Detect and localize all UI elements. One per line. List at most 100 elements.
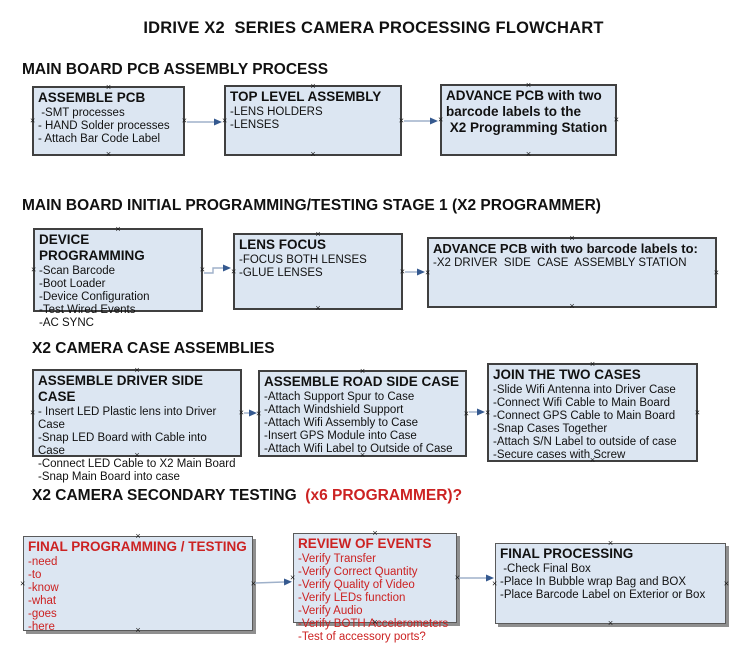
box-item: -Verify Audio (298, 604, 363, 617)
box-item: -Test Wired Events (39, 303, 136, 316)
flow-box-assemble-pcb: × × × × ASSEMBLE PCB -SMT processes- HAN… (30, 82, 187, 159)
box-item: - HAND Solder processes (38, 119, 170, 132)
anchor-x-icon: × (359, 366, 366, 376)
flow-box-final-processing: × × × × FINAL PROCESSING -Check Final Bo… (492, 539, 729, 628)
box-item: -Device Configuration (39, 290, 150, 303)
box-item: -SMT processes (38, 106, 125, 119)
box-item: -LENS HOLDERS (230, 105, 323, 118)
section-heading-secondary-testing: X2 CAMERA SECONDARY TESTING (x6 PROGRAMM… (32, 487, 462, 505)
anchor-x-icon: × (372, 617, 378, 627)
anchor-x-icon: × (231, 266, 237, 276)
anchor-x-icon: × (310, 149, 316, 159)
box-items: -LENS HOLDERS-LENSES (230, 106, 396, 132)
anchor-x-icon: × (134, 365, 140, 375)
box-items: -Attach Support Spur to Case-Attach Wind… (264, 391, 461, 456)
flow-box-assemble-driver-side-case: × × × × ASSEMBLE DRIVER SIDE CASE - Inse… (30, 365, 244, 483)
anchor-x-icon: × (492, 578, 498, 588)
box-item: -Insert GPS Module into Case (264, 429, 417, 442)
anchor-x-icon: × (181, 115, 187, 126)
anchor-x-icon: × (134, 450, 140, 460)
section-heading-case-assemblies: X2 CAMERA CASE ASSEMBLIES (32, 340, 275, 357)
box-item: -Connect Wifi Cable to Main Board (493, 396, 671, 409)
anchor-x-icon: × (525, 149, 532, 159)
box-title: TOP LEVEL ASSEMBLY (230, 89, 382, 104)
flow-box-assemble-road-side-case: × × × × ASSEMBLE ROAD SIDE CASE -Attach … (256, 366, 469, 460)
box-items: -Scan Barcode-Boot Loader-Device Configu… (39, 265, 197, 330)
anchor-x-icon: × (250, 578, 256, 588)
anchor-x-icon: × (569, 301, 575, 311)
box-item: -FOCUS BOTH LENSES (239, 253, 367, 266)
anchor-x-icon: × (723, 578, 729, 588)
box-item: -know (28, 581, 59, 594)
anchor-x-icon: × (372, 528, 378, 538)
box-items: - Insert LED Plastic lens into Driver Ca… (38, 406, 236, 484)
box-items: -FOCUS BOTH LENSES-GLUE LENSES (239, 254, 397, 280)
box-title: FINAL PROGRAMMING / TESTING (28, 539, 247, 554)
anchor-x-icon: × (713, 267, 719, 277)
box-item: -goes (28, 607, 57, 620)
anchor-x-icon: × (20, 578, 26, 588)
anchor-x-icon: × (399, 266, 405, 276)
anchor-x-icon: × (607, 538, 614, 548)
anchor-x-icon: × (238, 407, 244, 418)
anchor-x-icon: × (105, 149, 112, 159)
box-title: ADVANCE PCB with two barcode labels to t… (446, 88, 608, 135)
box-item: -to (28, 568, 42, 581)
anchor-x-icon: × (463, 408, 469, 418)
box-title: ADVANCE PCB with two barcode labels to: (433, 241, 698, 256)
box-item: -Boot Loader (39, 277, 106, 290)
box-item: -Attach Wifi Label to Outside of Case (264, 442, 453, 455)
anchor-x-icon: × (694, 407, 700, 417)
box-item: -Verify Quality of Video (298, 578, 415, 591)
anchor-x-icon: × (607, 618, 614, 628)
anchor-x-icon: × (105, 82, 112, 92)
anchor-x-icon: × (454, 572, 460, 583)
anchor-x-icon: × (256, 408, 262, 418)
page-title: IDRIVE X2 SERIES CAMERA PROCESSING FLOWC… (143, 19, 604, 37)
anchor-x-icon: × (135, 625, 141, 635)
flow-box-final-programming-testing: × × × × FINAL PROGRAMMING / TESTING -nee… (20, 532, 256, 635)
box-item: -LENSES (230, 118, 280, 131)
anchor-x-icon: × (485, 407, 491, 417)
box-title: ASSEMBLE DRIVER SIDE CASE (38, 373, 207, 404)
anchor-x-icon: × (290, 572, 296, 583)
box-item: - Attach Bar Code Label (38, 132, 161, 145)
section-heading-secondary-testing-red: (x6 PROGRAMMER)? (301, 487, 463, 504)
box-items: -need-to-know-what-goes-here (28, 556, 248, 634)
box-title: REVIEW OF EVENTS (298, 536, 432, 551)
box-item: - Insert LED Plastic lens into Driver Ca… (38, 405, 220, 431)
anchor-x-icon: × (589, 455, 596, 465)
box-item: -Attach S/N Label to outside of case (493, 435, 677, 448)
anchor-x-icon: × (135, 531, 141, 541)
box-item: -Connect LED Cable to X2 Main Board (38, 457, 236, 470)
flow-box-advance-pcb-programming-station: × × × × ADVANCE PCB with two barcode lab… (438, 81, 619, 159)
anchor-x-icon: × (613, 114, 619, 125)
box-item: -AC SYNC (39, 316, 94, 329)
anchor-x-icon: × (115, 224, 121, 234)
box-items: -Slide Wifi Antenna into Driver Case-Con… (493, 384, 692, 462)
box-item: -Connect GPS Cable to Main Board (493, 409, 676, 422)
anchor-x-icon: × (398, 115, 404, 125)
anchor-x-icon: × (199, 264, 205, 275)
arrow-final-programming-to-review (254, 578, 292, 586)
box-item: -need (28, 555, 58, 568)
flow-box-review-of-events: × × × × REVIEW OF EVENTS -Verify Transfe… (290, 529, 460, 643)
box-item: -Test of accessory ports? (298, 630, 426, 643)
box-title: LENS FOCUS (239, 237, 327, 252)
box-item: -Snap LED Board with Cable into Case (38, 431, 210, 457)
section-heading-pcb-assembly: MAIN BOARD PCB ASSEMBLY PROCESS (22, 61, 329, 78)
box-item: -Attach Wifi Assembly to Case (264, 416, 419, 429)
anchor-x-icon: × (31, 264, 37, 275)
box-item: -Snap Cases Together (493, 422, 608, 435)
box-item: -Verify Correct Quantity (298, 565, 418, 578)
anchor-x-icon: × (222, 115, 228, 125)
box-item: -Place Barcode Label on Exterior or Box (500, 588, 706, 601)
anchor-x-icon: × (310, 81, 316, 91)
box-item: -X2 DRIVER SIDE CASE ASSEMBLY STATION (433, 257, 687, 270)
section-heading-initial-programming: MAIN BOARD INITIAL PROGRAMMING/TESTING S… (22, 197, 601, 214)
box-item: -Attach Windshield Support (264, 403, 404, 416)
box-item: -Slide Wifi Antenna into Driver Case (493, 383, 676, 396)
box-item: -Snap Main Board into case (38, 470, 180, 483)
box-items: -Check Final Box-Place In Bubble wrap Ba… (500, 563, 721, 602)
